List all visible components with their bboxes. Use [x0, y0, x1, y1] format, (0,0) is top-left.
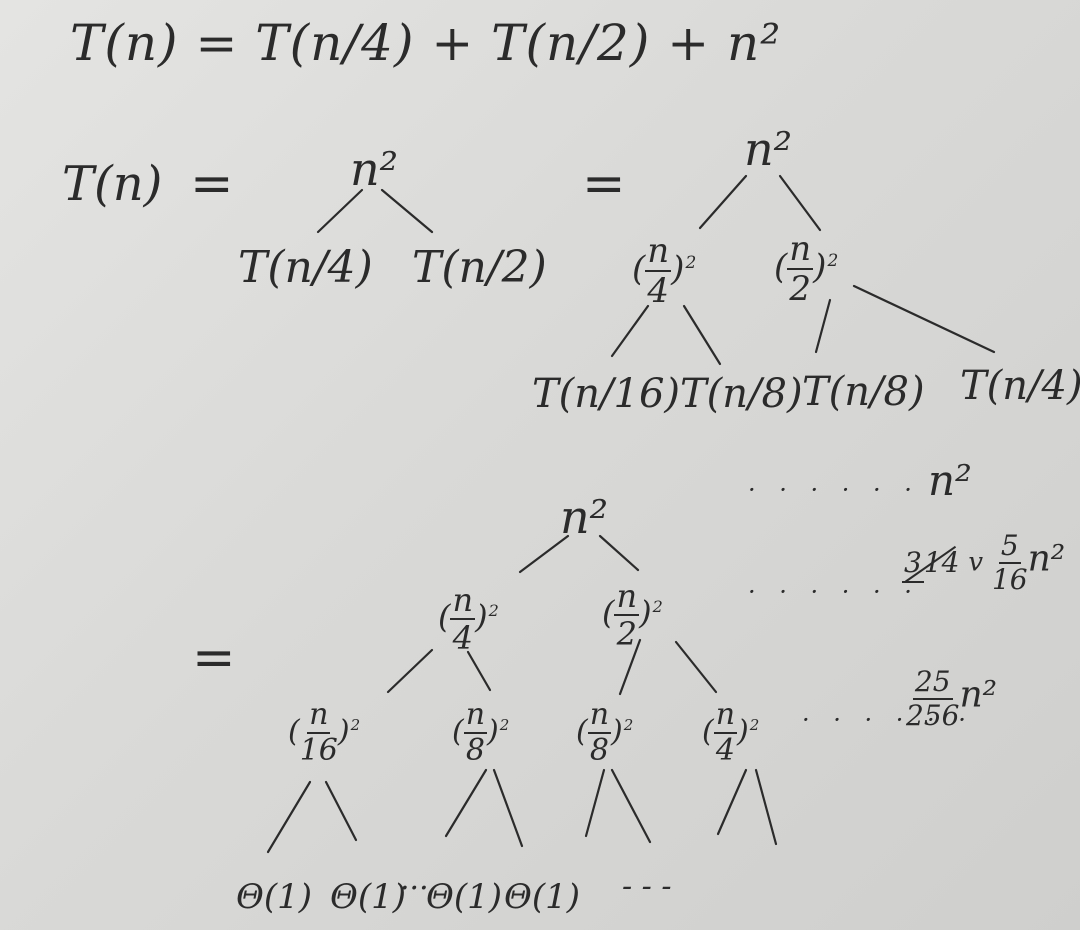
tree-edge [754, 768, 778, 846]
tree-edge [492, 768, 524, 848]
tree-edge [698, 174, 748, 230]
level-0-sum: n² [928, 456, 972, 505]
tree-edge [518, 534, 570, 574]
step3-leaf-dots: ··· [400, 871, 429, 906]
equals-sign-1: = [190, 154, 234, 214]
step2-leaf-1: T(n/16) [532, 371, 681, 417]
step1-child-right: T(n/2) [412, 242, 547, 293]
step3-leaf-3: Θ(1) [426, 877, 503, 917]
step3-leaf-4: Θ(1) [504, 877, 581, 917]
step2-leaf-3: T(n/8) [802, 369, 925, 415]
tree-edge [466, 650, 492, 692]
step2-leaf-4: T(n/4) [960, 363, 1080, 409]
recurrence-equation: T(n) = T(n/4) + T(n/2) + n² [70, 14, 782, 72]
tree-edge [316, 188, 364, 234]
tree-edge [598, 534, 640, 572]
equals-sign-2: = [582, 154, 626, 214]
tree-edge [852, 284, 996, 354]
equals-sign-3: = [192, 628, 236, 688]
tree-edge [610, 304, 650, 358]
lhs-tn: T(n) [62, 156, 163, 212]
step3-root: n² [560, 490, 609, 544]
tree-edge [814, 298, 832, 354]
tree-edge [610, 768, 652, 844]
step3-leaf-1: Θ(1) [236, 877, 313, 917]
tree-edge [584, 768, 606, 838]
step3-trailing-dots: - - - [622, 869, 672, 904]
tree-edge [380, 188, 434, 234]
tree-edge [618, 638, 642, 696]
tree-edge [386, 648, 434, 694]
tree-edge [682, 304, 722, 366]
step2-root: n² [744, 122, 793, 176]
step1-root: n² [350, 142, 399, 196]
level-1-struck-fraction: 314 [902, 546, 959, 583]
step1-child-left: T(n/4) [238, 242, 373, 293]
level-2-dots: · · · · · · [802, 706, 974, 734]
tree-edge [324, 780, 358, 842]
tree-edge [778, 174, 822, 232]
level-0-dots: · · · · · · [748, 476, 920, 504]
step3-leaf-2: Θ(1) [330, 877, 407, 917]
tree-edge [716, 768, 748, 836]
step2-leaf-2: T(n/8) [680, 371, 803, 417]
tree-edge [266, 780, 312, 854]
level-1-dots: · · · · · · [748, 578, 920, 606]
tree-edge [444, 768, 488, 838]
tree-edge [674, 640, 718, 694]
